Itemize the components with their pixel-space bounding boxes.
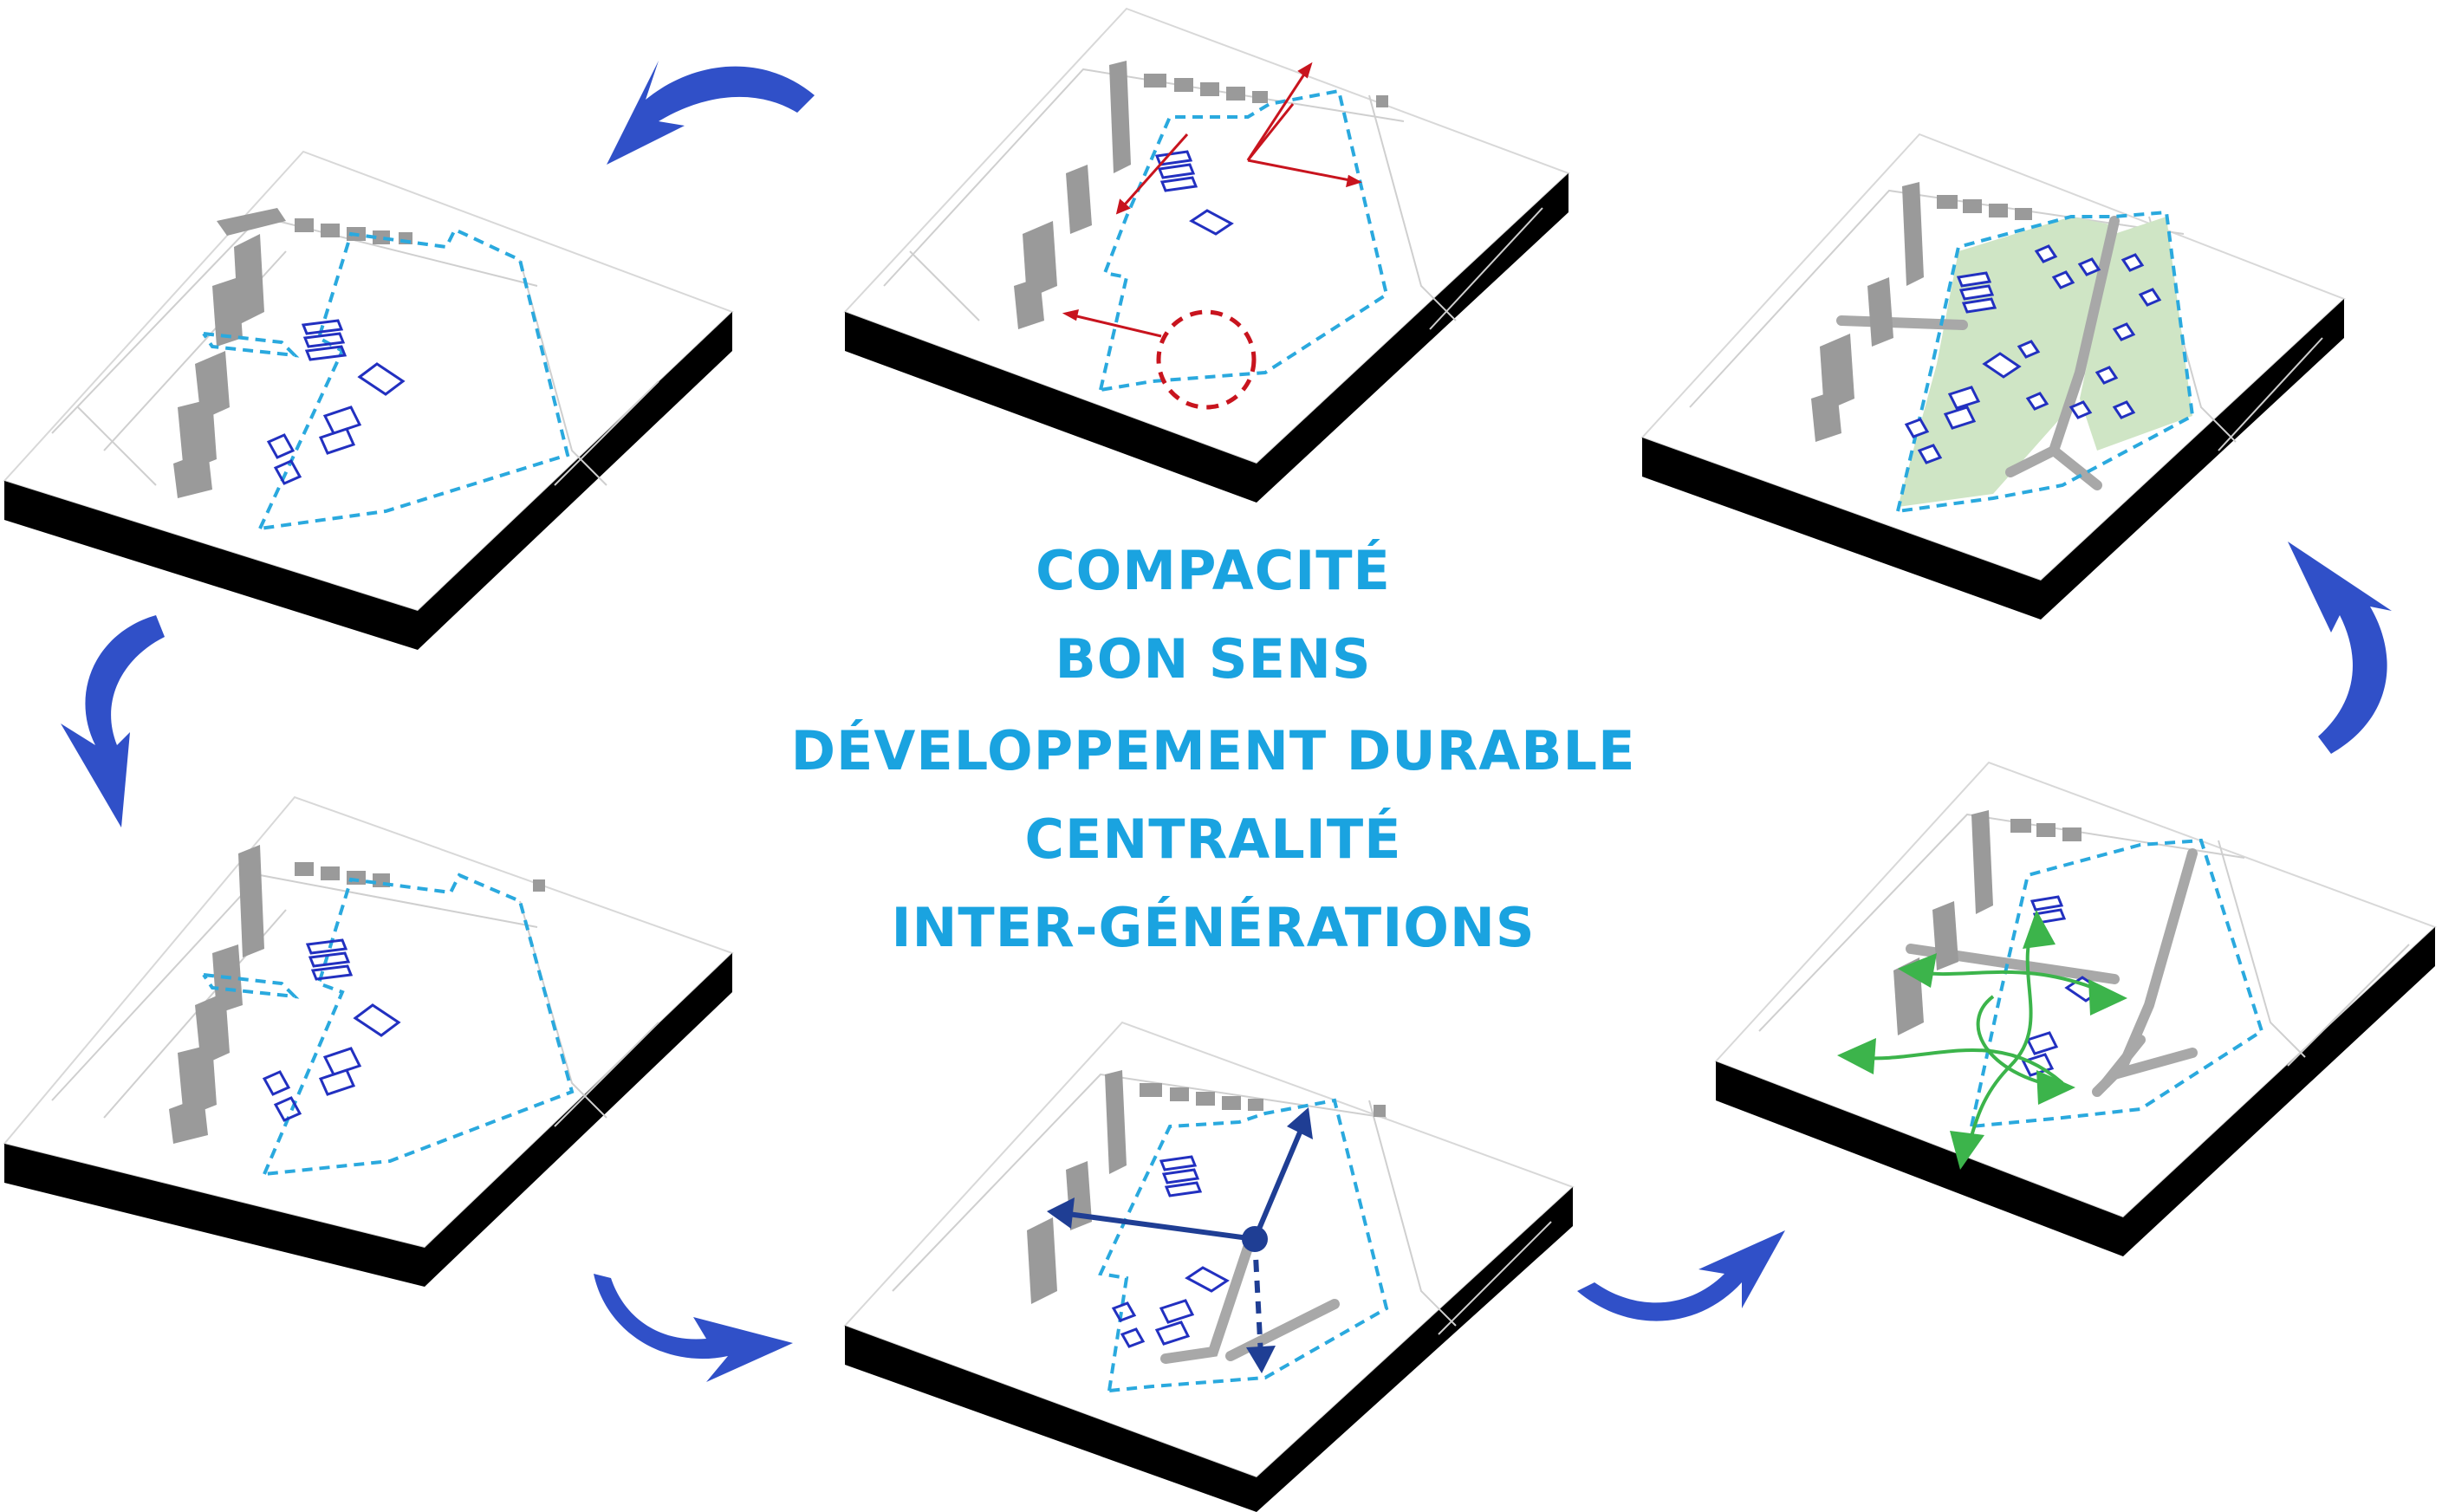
keyword-centralite: CENTRALITÉ xyxy=(1025,808,1402,871)
panel-access-axes xyxy=(843,1021,1575,1512)
slab-side-right xyxy=(425,953,732,1287)
slab-side-left xyxy=(845,312,1257,503)
keyword-compacite: COMPACITÉ xyxy=(1036,539,1391,602)
access-arrows xyxy=(1047,1107,1313,1373)
problem-area-circle xyxy=(1156,309,1257,410)
panel-site-constraints xyxy=(843,7,1570,503)
panel-existing-site xyxy=(3,150,734,650)
existing-buildings xyxy=(169,845,545,1144)
new-buildings xyxy=(1111,1155,1230,1348)
slab-side-left xyxy=(1716,1061,2123,1256)
keywords-block: COMPACITÉ BON SENS DÉVELOPPEMENT DURABLE… xyxy=(791,539,1636,959)
site-boundary-strip xyxy=(202,332,300,358)
new-buildings xyxy=(262,938,401,1122)
existing-buildings xyxy=(1811,182,2032,442)
connection-arrowheads xyxy=(1837,910,2127,1170)
site-boundary xyxy=(1969,838,2264,1129)
panel-final-masterplan xyxy=(1640,133,2346,620)
slab-side-right xyxy=(2123,927,2435,1256)
slab-side-left xyxy=(845,1326,1257,1512)
new-buildings xyxy=(1904,244,2162,464)
slab-side-left xyxy=(4,1144,425,1287)
slab-side-right xyxy=(418,312,732,650)
curved-arrow-icon xyxy=(607,61,815,165)
context-lines xyxy=(883,68,1543,330)
keyword-inter-generations: INTER-GÉNÉRATIONS xyxy=(891,896,1535,959)
slab-side-left xyxy=(4,481,418,650)
slab-side-right xyxy=(2041,299,2344,620)
cycle-arrows xyxy=(61,61,2392,1382)
constraint-arrows xyxy=(1062,62,1362,338)
existing-buildings xyxy=(173,208,412,498)
context-lines xyxy=(892,1073,1552,1335)
green-space xyxy=(2080,217,2192,451)
site-boundary xyxy=(1895,210,2195,514)
site-boundary-strip xyxy=(202,973,300,999)
curved-arrow-icon xyxy=(2288,542,2392,754)
site-boundary xyxy=(1098,1098,1389,1393)
panel-existing-site-repeat xyxy=(3,795,734,1287)
site-boundary xyxy=(261,873,575,1177)
slab-side-left xyxy=(1642,438,2041,620)
new-buildings xyxy=(266,319,406,485)
slab-side-right xyxy=(1257,1187,1573,1512)
connection-arrows xyxy=(1854,918,2115,1153)
keyword-bon-sens: BON SENS xyxy=(1055,627,1372,691)
slab-side-right xyxy=(1257,173,1568,503)
slab-top xyxy=(843,7,1570,465)
existing-buildings xyxy=(1014,61,1388,329)
site-boundary xyxy=(1098,88,1389,393)
curved-arrow-icon xyxy=(61,615,165,827)
curved-arrow-icon xyxy=(1577,1230,1785,1321)
keyword-developpement-durable: DÉVELOPPEMENT DURABLE xyxy=(791,719,1636,782)
curved-arrow-icon xyxy=(594,1274,793,1382)
panel-green-connections xyxy=(1714,761,2437,1256)
new-buildings xyxy=(1154,150,1234,236)
